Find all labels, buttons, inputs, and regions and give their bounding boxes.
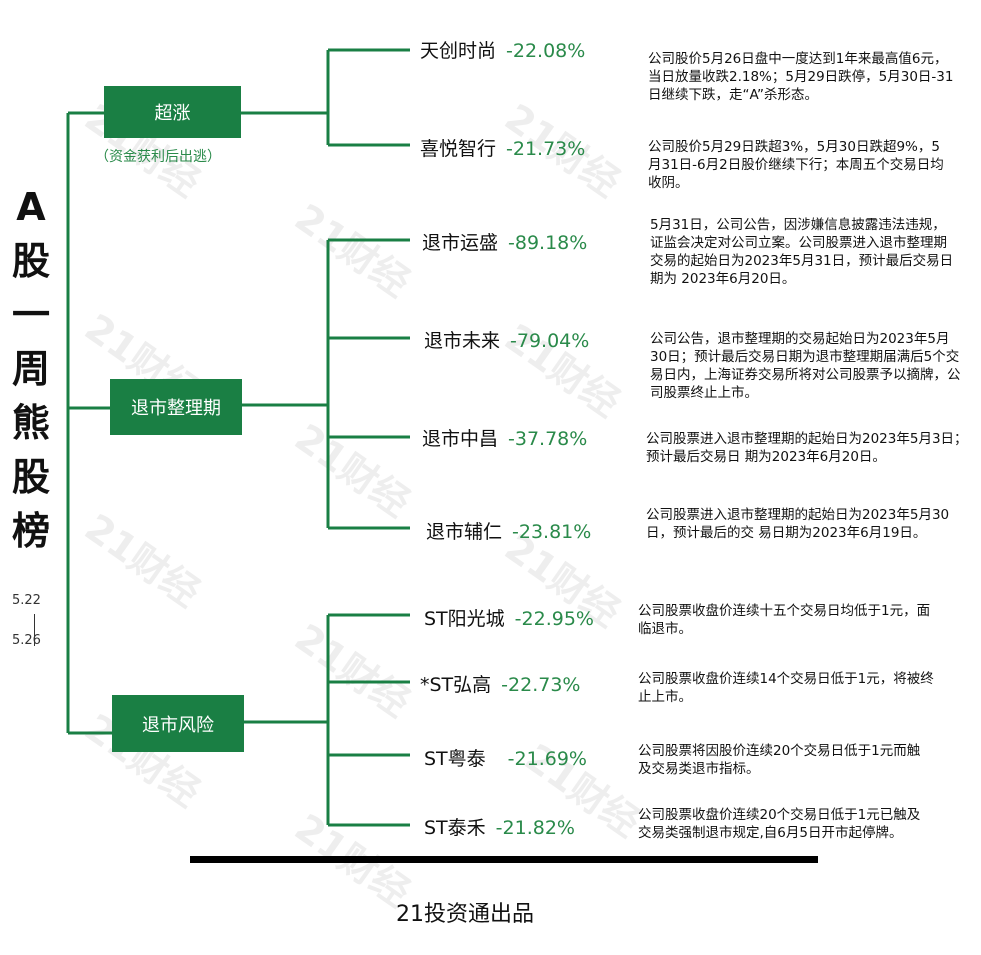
category-label: 退市整理期	[131, 398, 221, 419]
stock-change: -22.08%	[506, 40, 586, 62]
stock-name: ST阳光城	[424, 608, 505, 630]
stock-description: 公司股价5月29日跌超3%，5月30日跌超9%，5月31日-6月2日股价继续下行…	[648, 139, 944, 191]
stock-item: ST泰禾 -21.82%	[424, 813, 575, 840]
stock-change: -23.81%	[512, 521, 592, 543]
page-title: A股一周熊股榜	[11, 185, 50, 553]
stock-change: -22.95%	[514, 608, 594, 630]
stock-description: 公司股票进入退市整理期的起始日为2023年5月30日，预计最后的交 易日期为20…	[646, 507, 950, 541]
footer-credit: 21投资通出品	[396, 902, 534, 927]
stock-change: -21.73%	[506, 138, 586, 160]
stock-item: 退市辅仁 -23.81%	[426, 517, 591, 544]
category-label: 退市风险	[142, 714, 214, 736]
stock-name: ST粤泰	[424, 748, 486, 770]
stock-description: 公司股票收盘价连续14个交易日低于1元，将被终止上市。	[638, 671, 934, 705]
stock-description: 公司股票进入退市整理期的起始日为2023年5月3日；预计最后交易日 期为2023…	[646, 431, 968, 465]
stock-item: ST粤泰 -21.69%	[424, 744, 587, 771]
stock-item: 天创时尚 -22.08%	[420, 36, 585, 63]
date-end: 5.26	[12, 633, 41, 648]
stock-name: ST泰禾	[424, 817, 486, 839]
stock-description: 5月31日，公司公告，因涉嫌信息披露违法违规，证监会决定对公司立案。公司股票进入…	[650, 217, 954, 287]
stock-item: 退市未来 -79.04%	[424, 326, 589, 353]
stock-change: -21.82%	[495, 817, 575, 839]
stock-name: 退市辅仁	[426, 521, 503, 543]
date-start: 5.22	[12, 593, 41, 608]
stock-change: -89.18%	[508, 232, 588, 254]
stock-item: 退市中昌 -37.78%	[422, 424, 587, 451]
stock-change: -22.73%	[501, 674, 581, 696]
stock-description: 公司股票收盘价连续十五个交易日均低于1元，面临退市。	[638, 603, 931, 637]
stock-description: 公司股票收盘价连续20个交易日低于1元已触及交易类强制退市规定,自6月5日开市起…	[638, 807, 921, 841]
stock-item: ST阳光城 -22.95%	[424, 604, 594, 631]
stock-name: 天创时尚	[420, 40, 497, 62]
category-label: 超涨	[154, 103, 191, 124]
date-range-divider	[34, 614, 35, 646]
date-range: 5.22 5.26	[12, 592, 41, 650]
stock-item: 退市运盛 -89.18%	[422, 228, 587, 255]
stock-change: -21.69%	[507, 748, 587, 770]
stock-name: 退市中昌	[422, 428, 499, 450]
stock-item: *ST弘高 -22.73%	[420, 670, 580, 697]
stock-description: 公司股价5月26日盘中一度达到1年来最高值6元，当日放量收跌2.18%；5月29…	[648, 51, 954, 103]
stock-change: -79.04%	[510, 330, 590, 352]
stock-description: 公司股票将因股价连续20个交易日低于1元而触及交易类退市指标。	[638, 743, 921, 777]
stock-name: *ST弘高	[420, 674, 492, 696]
stock-name: 退市运盛	[422, 232, 499, 254]
bottom-divider	[190, 856, 818, 863]
category-sublabel: （资金获利后出逃）	[95, 149, 221, 165]
category-box-delisting-period: 退市整理期	[110, 379, 242, 435]
category-box-delisting-risk: 退市风险	[112, 695, 244, 752]
stock-name: 喜悦智行	[420, 138, 497, 160]
category-box-overrise: 超涨	[104, 86, 241, 138]
stock-name: 退市未来	[424, 330, 501, 352]
stock-description: 公司公告，退市整理期的交易起始日为2023年5月30日；预计最后交易日期为退市整…	[650, 331, 961, 401]
stock-item: 喜悦智行 -21.73%	[420, 134, 585, 161]
stock-change: -37.78%	[508, 428, 588, 450]
